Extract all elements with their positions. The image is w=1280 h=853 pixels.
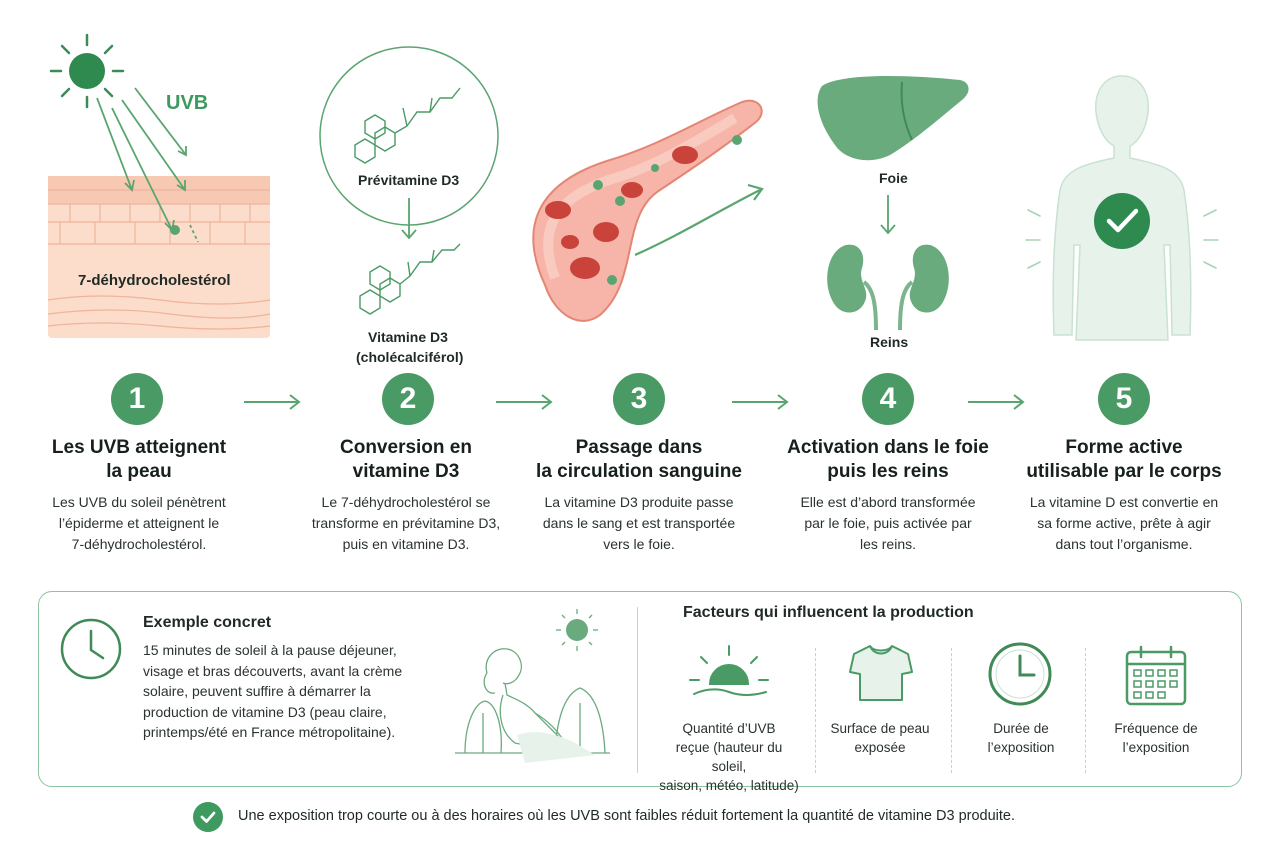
step-1-number: 1 — [111, 373, 163, 425]
factor-separator — [815, 648, 816, 773]
kidneys-label: Reins — [870, 334, 909, 350]
info-panel — [38, 591, 1242, 787]
liver-to-kidney-arrow — [880, 195, 896, 235]
step-3-number: 3 — [613, 373, 665, 425]
liver-label: Foie — [879, 170, 908, 186]
check-icon — [193, 802, 223, 832]
step-2-number: 2 — [382, 373, 434, 425]
factors-title: Facteurs qui influencent la production — [683, 604, 974, 621]
previtamin-label: Prévitamine D3 — [358, 172, 460, 188]
clock-icon — [988, 642, 1052, 706]
vitamin-d3-molecule-illustration — [359, 243, 461, 315]
circulation-arrow — [634, 183, 764, 257]
kidneys-icon — [827, 244, 949, 331]
active-check-icon — [1094, 193, 1150, 249]
sun-horizon-icon — [689, 645, 769, 696]
step-4-number: 4 — [862, 373, 914, 425]
vitamin-d3-label: Vitamine D3 — [368, 329, 448, 345]
liver-icon — [817, 76, 969, 161]
footnote: Une exposition trop courte ou à des hora… — [238, 808, 1015, 824]
example-text: 15 minutes de soleil à la pause déjeuner… — [143, 642, 403, 741]
step-5-number: 5 — [1098, 373, 1150, 425]
panel-divider — [637, 607, 638, 773]
blood-vessel-illustration — [532, 99, 763, 322]
flow-arrow-2 — [496, 394, 553, 410]
skin-molecule-label: 7-déhydrocholestérol — [78, 272, 231, 289]
top-illustrations — [47, 33, 1219, 341]
calendar-icon — [1125, 645, 1187, 706]
flow-arrow-4 — [968, 394, 1025, 410]
factor-separator — [1085, 648, 1086, 773]
shirt-icon — [849, 645, 913, 701]
conversion-arrow — [401, 198, 417, 240]
flow-arrow-3 — [732, 394, 789, 410]
woman-in-sun-illustration — [455, 609, 610, 763]
example-title: Exemple concret — [143, 614, 272, 631]
uvb-rays — [96, 87, 199, 243]
flow-arrow-1 — [244, 394, 301, 410]
uvb-label: UVB — [166, 92, 209, 114]
clock-icon — [60, 618, 122, 680]
skin-layers-illustration — [47, 176, 271, 338]
cholecalciferol-label: (cholécalciférol) — [356, 349, 464, 365]
previtamin-molecule-illustration — [319, 46, 499, 226]
sun-icon — [49, 33, 125, 109]
factor-separator — [951, 648, 952, 773]
